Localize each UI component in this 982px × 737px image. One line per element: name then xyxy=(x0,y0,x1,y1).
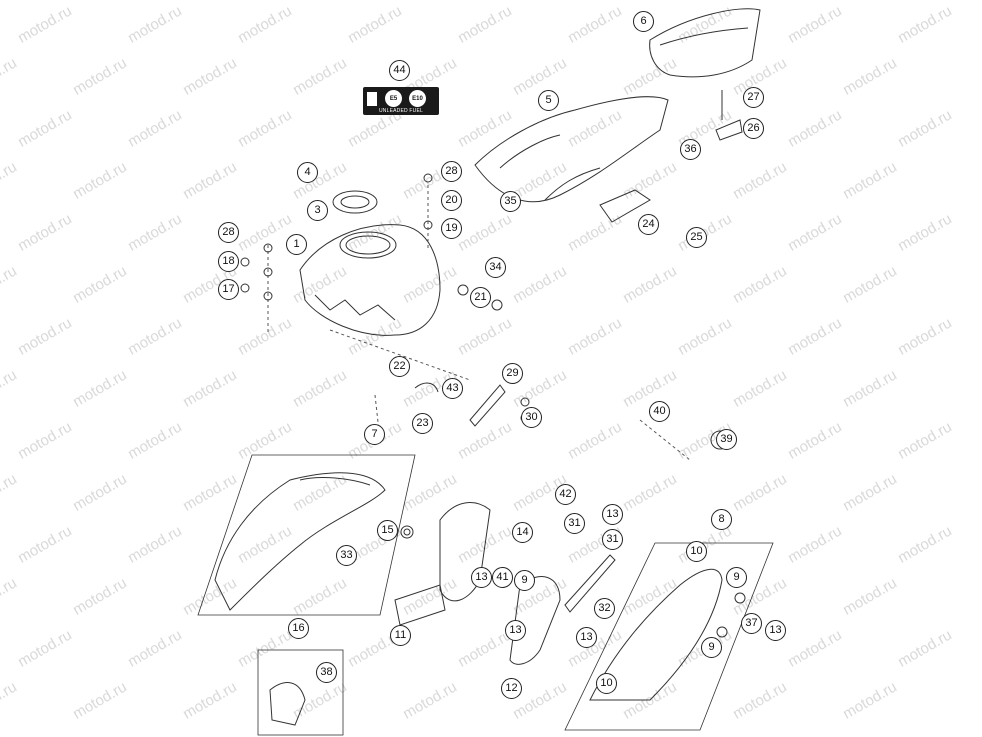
callout: 27 xyxy=(743,87,764,108)
callout: 16 xyxy=(288,618,309,639)
callout: 9 xyxy=(726,567,747,588)
callout: 17 xyxy=(218,279,239,300)
callout: 3 xyxy=(307,200,328,221)
callout: 26 xyxy=(743,118,764,139)
side-fairing-left xyxy=(197,454,416,616)
strap-29 xyxy=(469,384,506,427)
seat-cowl xyxy=(649,8,761,78)
fuel-label-sticker: E5 E10 UNLEADED FUEL xyxy=(363,87,439,115)
callout: 42 xyxy=(555,484,576,505)
callout: 12 xyxy=(501,678,522,699)
inner-bracket xyxy=(394,502,491,626)
callout: 25 xyxy=(686,227,707,248)
callout: 7 xyxy=(364,424,385,445)
callout: 28 xyxy=(441,161,462,182)
callout: 9 xyxy=(514,570,535,591)
callout: 36 xyxy=(680,139,701,160)
callout: 8 xyxy=(711,509,732,530)
callout: 43 xyxy=(442,378,463,399)
e10-label: E10 xyxy=(409,90,426,107)
callout: 21 xyxy=(470,287,491,308)
callout: 28 xyxy=(218,222,239,243)
callout: 40 xyxy=(649,401,670,422)
callout: 13 xyxy=(505,620,526,641)
callout: 39 xyxy=(716,429,737,450)
callout: 38 xyxy=(316,662,337,683)
callout: 13 xyxy=(471,567,492,588)
callout: 19 xyxy=(441,218,462,239)
callout: 18 xyxy=(218,251,239,272)
bracket-26 xyxy=(715,119,743,141)
callout: 13 xyxy=(765,620,786,641)
callout: 4 xyxy=(297,162,318,183)
callout: 13 xyxy=(576,627,597,648)
detail-box-16 xyxy=(257,649,344,736)
callout: 11 xyxy=(390,625,411,646)
callout: 14 xyxy=(512,522,533,543)
seat-plate xyxy=(599,189,651,223)
e5-label: E5 xyxy=(385,90,402,107)
callout: 9 xyxy=(701,637,722,658)
callout: 24 xyxy=(638,214,659,235)
callout: 37 xyxy=(741,613,762,634)
callout: 29 xyxy=(502,363,523,384)
callout: 15 xyxy=(377,520,398,541)
callout: 20 xyxy=(441,190,462,211)
callout: 33 xyxy=(336,545,357,566)
callout: 32 xyxy=(594,598,615,619)
callout: 22 xyxy=(389,356,410,377)
callout: 10 xyxy=(686,541,707,562)
fuel-tank xyxy=(299,224,441,336)
leader-lines xyxy=(267,185,691,461)
rider-seat xyxy=(474,96,669,203)
fuel-label-text: UNLEADED FUEL xyxy=(379,108,423,114)
callout: 31 xyxy=(564,513,585,534)
callout: 35 xyxy=(500,191,521,212)
callout: 10 xyxy=(596,673,617,694)
callout: 23 xyxy=(412,413,433,434)
filler-cap xyxy=(332,190,378,214)
side-fairing-right xyxy=(564,542,774,731)
callout: 6 xyxy=(633,11,654,32)
callout: 44 xyxy=(389,60,410,81)
panel-12 xyxy=(509,576,561,665)
callout: 34 xyxy=(485,257,506,278)
callout: 5 xyxy=(538,90,559,111)
callout: 30 xyxy=(521,407,542,428)
callout: 13 xyxy=(602,504,623,525)
hose-43 xyxy=(414,382,439,393)
callout: 31 xyxy=(602,529,623,550)
callout: 41 xyxy=(492,567,513,588)
fuel-pump-icon xyxy=(367,92,377,106)
callout: 1 xyxy=(286,234,307,255)
strap-32 xyxy=(564,554,616,613)
